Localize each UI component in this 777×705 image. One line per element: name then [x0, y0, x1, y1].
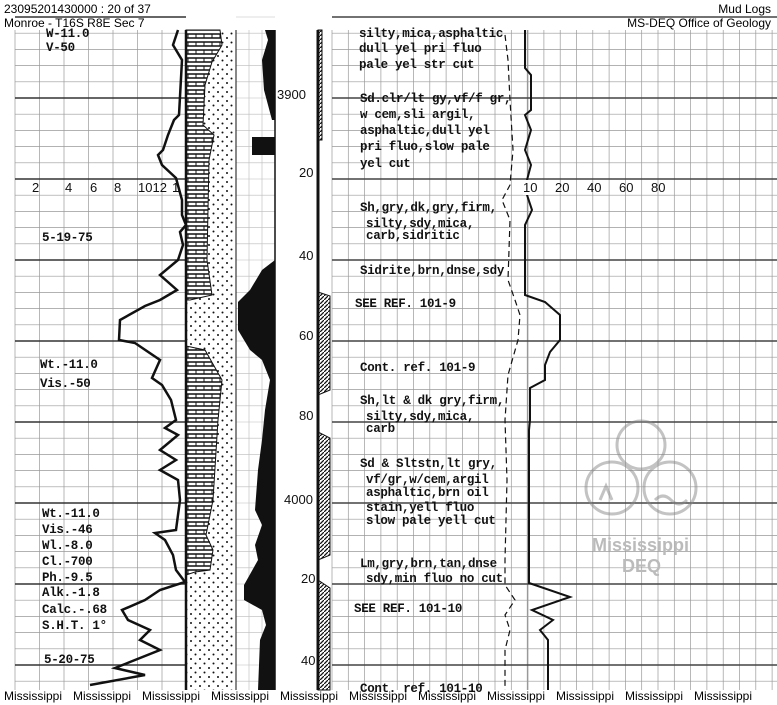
- date-note: 5-20-75: [44, 653, 95, 667]
- description-line: SEE REF. 101-10: [354, 602, 463, 616]
- description-line: dull yel pri fluo: [359, 42, 482, 56]
- footer-watermark-text: Mississippi: [349, 689, 408, 703]
- footer-watermark-text: Mississippi: [4, 689, 63, 703]
- drill-rate-curve: [89, 29, 188, 687]
- depth-label: 40: [300, 653, 317, 668]
- watermark-text: Mississippi: [592, 535, 690, 555]
- left-scale-label: 1012: [138, 180, 167, 195]
- description-line: silty,mica,asphaltic: [359, 27, 504, 41]
- deq-logo-watermark: [584, 419, 698, 516]
- watermark-text: DEQ: [622, 556, 662, 576]
- description-line: Sd & Sltstn,lt gry,: [360, 457, 497, 471]
- footer-watermark-text: Mississippi: [625, 689, 684, 703]
- description-line: Sidrite,brn,dnse,sdy: [360, 264, 505, 278]
- description-line: Sh,lt & dk gry,firm,: [360, 394, 505, 408]
- description-line: Lm,gry,brn,tan,dnse: [360, 557, 497, 571]
- mud-note: Vis.-50: [40, 377, 91, 391]
- left-scale-label: 6: [90, 180, 98, 195]
- date-note: 5-19-75: [42, 231, 93, 245]
- description-line: carb,sidritic: [366, 229, 460, 243]
- mud-note: Alk.-1.8: [42, 586, 100, 600]
- description-line: silty,sdy,mica,: [366, 217, 475, 231]
- description-line: pri fluo,slow pale: [360, 140, 490, 154]
- left-scale-label: 2: [32, 180, 40, 195]
- description-line: carb: [366, 422, 395, 436]
- gas-scale-label: 20: [555, 180, 570, 195]
- show-column-hatch: [317, 29, 331, 691]
- mud-note: Vis.-46: [42, 523, 93, 537]
- gas-scale-label: 10: [523, 180, 538, 195]
- left-scale-label: 1: [172, 180, 180, 195]
- agency: MS-DEQ Office of Geology: [627, 16, 771, 30]
- description-line: Sd.clr/lt gy,vf/f gr,: [360, 92, 512, 106]
- gas-scale-label: 40: [587, 180, 602, 195]
- description-line: vf/gr,w/cem,argil: [366, 473, 489, 487]
- depth-label: 20: [298, 165, 315, 180]
- description-line: slow pale yell cut: [366, 514, 496, 528]
- lithology-shale-upper: [185, 29, 223, 301]
- footer-watermark-text: Mississippi: [556, 689, 615, 703]
- description-line: sdy,min fluo no cut: [366, 572, 503, 586]
- mud-note: W-11.0: [46, 27, 90, 41]
- mud-note: Wl.-8.0: [42, 539, 93, 553]
- gas-scale-label: 60: [619, 180, 634, 195]
- mud-note: V-50: [46, 41, 75, 55]
- mud-note: S.H.T. 1°: [42, 619, 107, 633]
- mud-note: Wt.-11.0: [40, 358, 98, 372]
- description-line: asphaltic,dull yel: [360, 124, 490, 138]
- gas-scale-label: 80: [651, 180, 666, 195]
- footer-watermark-text: Mississippi: [280, 689, 339, 703]
- description-line: Cont. ref. 101-9: [360, 361, 476, 375]
- mud-note: Wt.-11.0: [42, 507, 100, 521]
- description-line: pale yel str cut: [359, 58, 475, 72]
- description-line: yel cut: [360, 157, 411, 171]
- footer-watermark-text: Mississippi: [487, 689, 546, 703]
- depth-label: 60: [298, 328, 315, 343]
- description-line: Cont. ref. 101-10: [360, 682, 483, 696]
- left-scale-label: 4: [65, 180, 73, 195]
- description-line: stain,yell fluo: [366, 501, 475, 515]
- footer-watermark-text: Mississippi: [142, 689, 201, 703]
- document-type: Mud Logs: [718, 2, 771, 16]
- description-line: w cem,sli argil,: [360, 108, 476, 122]
- log-grid: [14, 16, 777, 690]
- cut-gas-curve: [501, 34, 521, 690]
- depth-label: 80: [298, 408, 315, 423]
- mud-note: Ph.-9.5: [42, 571, 93, 585]
- depth-label: 20: [300, 571, 317, 586]
- footer-watermark-text: Mississippi: [418, 689, 477, 703]
- description-line: silty,sdy,mica,: [366, 410, 475, 424]
- mud-note: Cl.-700: [42, 555, 93, 569]
- footer-watermark-text: Mississippi: [73, 689, 132, 703]
- document-id: 23095201430000 : 20 of 37: [4, 2, 151, 16]
- depth-label: 3900: [276, 87, 307, 102]
- left-scale-label: 8: [114, 180, 122, 195]
- total-gas-curve: [523, 30, 574, 690]
- footer-watermark-text: Mississippi: [694, 689, 753, 703]
- mud-note: Calc.-.68: [42, 603, 107, 617]
- footer-watermark-text: Mississippi: [211, 689, 270, 703]
- description-line: Sh,gry,dk,gry,firm,: [360, 201, 497, 215]
- description-line: asphaltic,brn oil: [366, 486, 489, 500]
- lithology-shale-lower: [185, 345, 223, 576]
- depth-label: 4000: [283, 492, 314, 507]
- porosity-shading: [238, 30, 275, 690]
- description-line: SEE REF. 101-9: [355, 297, 456, 311]
- depth-label: 40: [298, 248, 315, 263]
- location: Monroe - T16S R8E Sec 7: [4, 16, 145, 30]
